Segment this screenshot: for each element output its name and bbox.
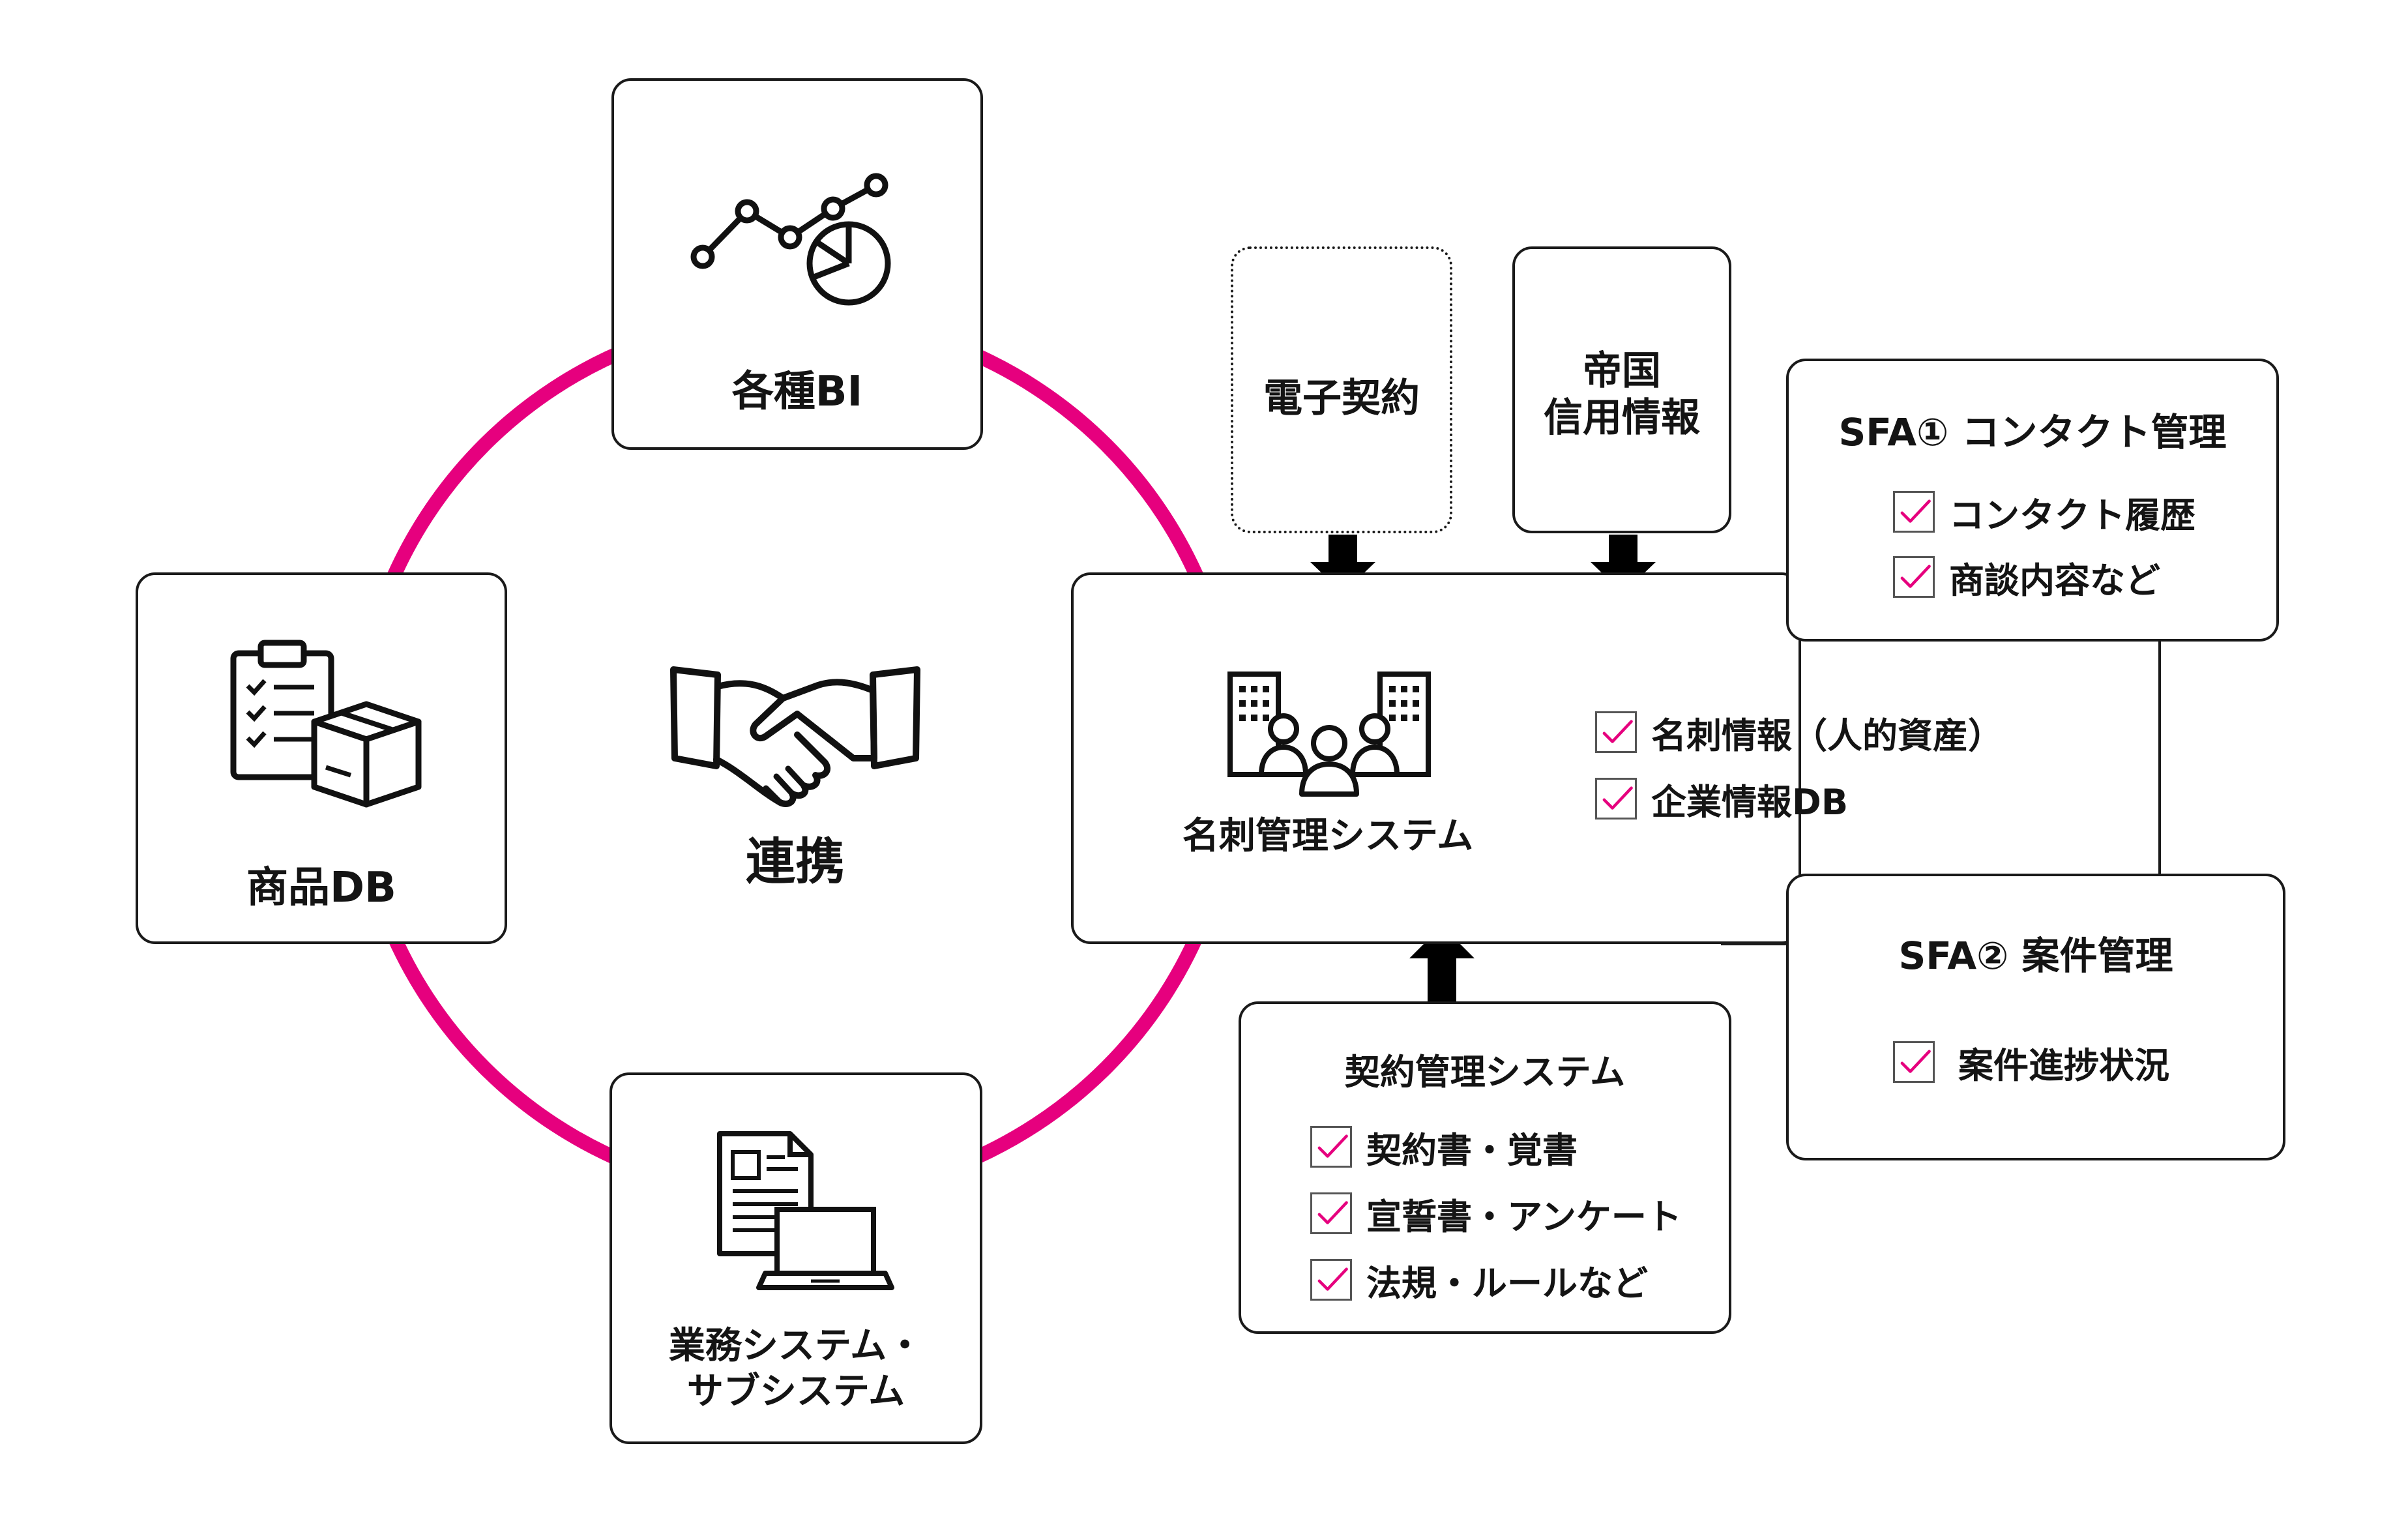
list-item: 企業情報DB <box>1595 776 2003 823</box>
e-contract-box[interactable]: 電子契約 <box>1231 246 1452 533</box>
hub-label: 連携 <box>746 833 845 891</box>
sfa1-box[interactable]: SFA① コンタクト管理 コンタクト履歴 商談内容など <box>1786 359 2279 642</box>
list-item: 宣誓書・アンケート <box>1310 1190 1682 1237</box>
e-contract-label: 電子契約 <box>1263 376 1420 421</box>
checkbox-checked-icon <box>1893 556 1935 598</box>
buildings-people-icon <box>1227 672 1431 797</box>
contract-mgmt-box[interactable]: 契約管理システム 契約書・覚書 宣誓書・アンケート 法規・ルールなど <box>1239 1001 1731 1334</box>
list-item: 契約書・覚書 <box>1310 1124 1682 1171</box>
meishi-label: 名刺管理システム <box>1182 815 1474 857</box>
list-item: 商談内容など <box>1893 554 2195 601</box>
checkbox-checked-icon <box>1595 711 1637 753</box>
sfa1-item-label: コンタクト履歴 <box>1949 494 2195 536</box>
contract-item-label: 法規・ルールなど <box>1366 1262 1648 1304</box>
checkbox-checked-icon <box>1310 1259 1352 1301</box>
checkbox-checked-icon <box>1595 778 1637 820</box>
list-item: 名刺情報（人的資産） <box>1595 709 2003 756</box>
clipboard-box-icon <box>230 640 422 808</box>
sfa2-item-label: 案件進捗状況 <box>1958 1044 2169 1086</box>
product-db-label: 商品DB <box>246 864 396 912</box>
business-system-box[interactable]: 業務システム・ サブシステム <box>609 1072 982 1444</box>
teikoku-label-line1: 帝国 <box>1583 348 1661 394</box>
sfa2-box[interactable]: SFA② 案件管理 案件進捗状況 <box>1786 874 2285 1160</box>
list-item: 法規・ルールなど <box>1310 1257 1682 1304</box>
sfa1-item-label: 商談内容など <box>1949 559 2160 601</box>
list-item: コンタクト履歴 <box>1893 489 2195 536</box>
list-item: 案件進捗状況 <box>1893 1039 2169 1086</box>
bi-label: 各種BI <box>731 368 863 416</box>
meishi-item-label: 企業情報DB <box>1651 781 1848 823</box>
checkbox-checked-icon <box>1310 1126 1352 1168</box>
bi-box[interactable]: 各種BI <box>611 78 983 450</box>
checkbox-checked-icon <box>1893 1041 1935 1083</box>
teikoku-label-line2: 信用情報 <box>1544 395 1700 441</box>
business-system-label-line1: 業務システム・ <box>668 1325 924 1367</box>
sfa1-title: SFA① コンタクト管理 <box>1838 410 2227 454</box>
product-db-box[interactable]: 商品DB <box>136 572 507 944</box>
contract-item-label: 宣誓書・アンケート <box>1366 1196 1682 1237</box>
handshake-icon <box>670 666 920 808</box>
meishi-system-box[interactable]: 名刺管理システム 名刺情報（人的資産） 企業情報DB <box>1071 572 2003 944</box>
contract-item-label: 契約書・覚書 <box>1366 1129 1578 1171</box>
line-pie-chart-icon <box>690 173 891 306</box>
business-system-label-line2: サブシステム <box>686 1370 905 1413</box>
sfa2-title: SFA② 案件管理 <box>1898 934 2173 978</box>
checkbox-checked-icon <box>1893 491 1935 533</box>
checkbox-checked-icon <box>1310 1192 1352 1234</box>
meishi-item-label: 名刺情報（人的資産） <box>1651 715 2003 756</box>
teikoku-box[interactable]: 帝国 信用情報 <box>1512 246 1731 533</box>
contract-mgmt-title: 契約管理システム <box>1344 1052 1626 1093</box>
document-laptop-icon <box>717 1131 894 1290</box>
